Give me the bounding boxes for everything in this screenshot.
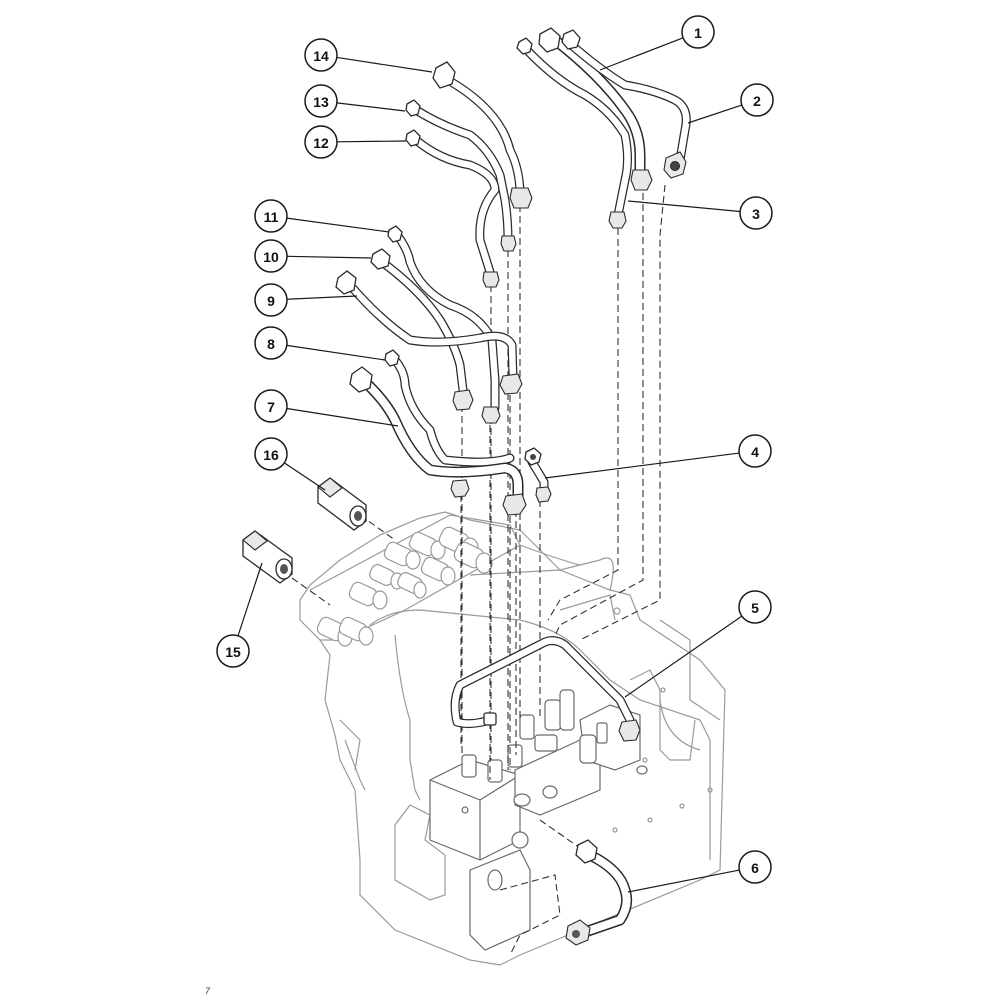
callout-number: 8: [267, 336, 275, 352]
assembly-lines: [291, 182, 666, 956]
tube-10: [370, 248, 474, 411]
callout-circle: [739, 196, 773, 230]
tubes: [242, 27, 691, 946]
callout-4: 4: [544, 434, 772, 479]
callout-number: 7: [267, 399, 275, 415]
manifold-block: [429, 689, 648, 951]
callout-circle: [304, 125, 338, 159]
callout-circle: [740, 83, 774, 117]
callout-number: 11: [264, 209, 279, 225]
callout-number: 3: [752, 206, 760, 222]
callout-circle: [254, 199, 288, 233]
callout-5: 5: [624, 590, 772, 698]
callout-10: 10: [254, 239, 372, 273]
callout-number: 12: [313, 135, 329, 151]
callout-9: 9: [254, 283, 358, 317]
tube-14: [432, 61, 533, 209]
callout-number: 4: [751, 444, 759, 460]
tube-11: [387, 225, 501, 424]
leader-line: [237, 562, 263, 636]
tube-4: [524, 447, 552, 503]
callout-circle: [681, 15, 715, 49]
callout-12: 12: [304, 125, 407, 159]
tube-13: [405, 99, 517, 252]
callout-number: 2: [753, 93, 761, 109]
frame-ghost: [299, 511, 726, 966]
callout-8: 8: [254, 326, 386, 361]
leader-line: [283, 462, 326, 491]
leader-line: [544, 452, 740, 479]
callout-6: 6: [627, 850, 772, 893]
tube-8: [384, 349, 515, 498]
callout-3: 3: [627, 196, 773, 230]
callout-circle: [738, 850, 772, 884]
tube-6: [565, 839, 633, 946]
callout-number: 16: [263, 447, 279, 463]
callout-number: 9: [267, 293, 275, 309]
callout-circle: [254, 437, 288, 471]
callout-13: 13: [304, 84, 406, 118]
callout-circle: [254, 389, 288, 423]
leader-line: [286, 407, 399, 427]
tube-5: [450, 636, 641, 742]
callout-number: 6: [751, 860, 759, 876]
leader-line: [286, 295, 358, 300]
callout-1: 1: [599, 15, 715, 71]
leader-line: [336, 102, 406, 112]
leader-line: [627, 200, 741, 213]
callout-number: 14: [313, 48, 329, 64]
callout-2: 2: [687, 83, 774, 124]
callout-circle: [738, 434, 772, 468]
callout-circle: [254, 326, 288, 360]
callout-circle: [216, 634, 250, 668]
leader-line: [286, 217, 390, 233]
leader-line: [286, 255, 372, 259]
callout-circle: [254, 283, 288, 317]
tube-2: [561, 29, 691, 179]
page-mark: 7: [205, 986, 211, 996]
leader-line: [336, 56, 433, 73]
callout-number: 13: [313, 94, 329, 110]
callout-7: 7: [254, 389, 399, 427]
bracket-fittings: [316, 526, 493, 647]
leader-line: [336, 140, 407, 143]
tube-7: [349, 366, 527, 516]
callout-number: 10: [263, 249, 279, 265]
leader-line: [286, 344, 386, 361]
callout-11: 11: [254, 199, 390, 233]
callout-circle: [304, 84, 338, 118]
leader-line: [624, 615, 743, 698]
callout-number: 15: [225, 644, 241, 660]
hex-coupling-16: [317, 477, 367, 531]
callout-circle: [254, 239, 288, 273]
leader-line: [599, 37, 684, 71]
tube-3: [516, 37, 632, 229]
callout-15: 15: [216, 562, 263, 668]
callout-circle: [738, 590, 772, 624]
callout-circle: [304, 38, 338, 72]
hex-coupling-15: [242, 530, 293, 584]
leader-line: [627, 869, 740, 893]
callout-number: 1: [694, 25, 702, 41]
tube-12: [405, 129, 500, 288]
tube-9: [335, 270, 523, 395]
leader-line: [687, 104, 743, 124]
callout-16: 16: [254, 437, 326, 491]
tube-1: [538, 27, 653, 191]
callout-number: 5: [751, 600, 759, 616]
callout-14: 14: [304, 38, 433, 73]
